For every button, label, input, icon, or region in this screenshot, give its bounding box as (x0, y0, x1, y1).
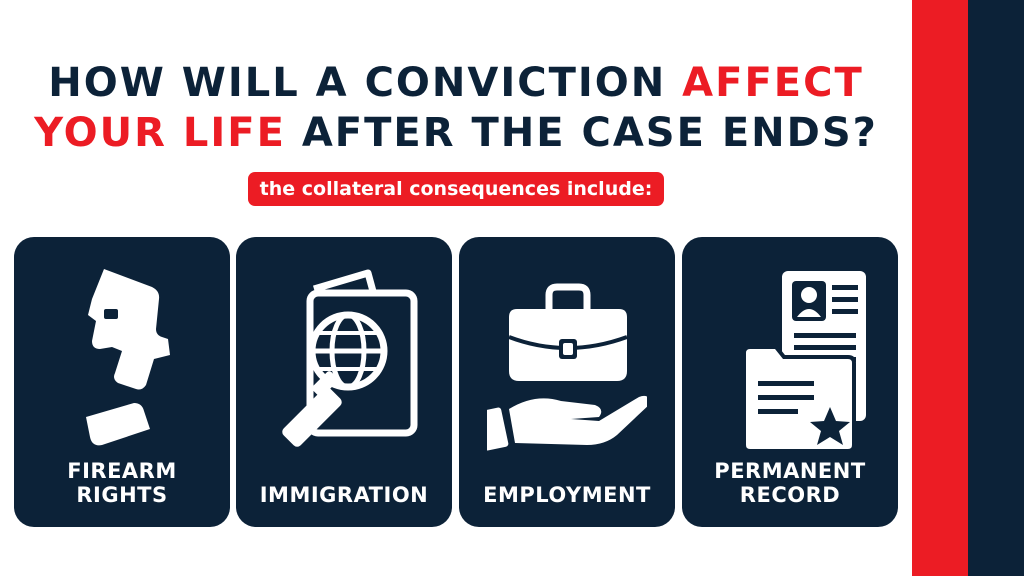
card-firearm-rights: FIREARM RIGHTS (14, 237, 230, 527)
red-stripe (912, 0, 968, 576)
title-part-1: HOW WILL A CONVICTION (48, 60, 683, 106)
card-label: PERMANENT RECORD (714, 459, 866, 507)
card-label: FIREARM RIGHTS (67, 459, 177, 507)
title-accent-2: YOUR LIFE (34, 110, 286, 156)
briefcase-hand-icon (487, 283, 647, 451)
card-employment: EMPLOYMENT (459, 237, 675, 527)
card-immigration: IMMIGRATION (236, 237, 452, 527)
title-part-2: AFTER THE CASE ENDS? (285, 110, 878, 156)
title-accent-1: AFFECT (682, 60, 864, 106)
subtitle-wrap: the collateral consequences include: (0, 172, 912, 206)
card-permanent-record: PERMANENT RECORD (682, 237, 898, 527)
navy-stripe (968, 0, 1024, 576)
card-label: IMMIGRATION (259, 483, 429, 507)
passport-magnifier-icon (282, 269, 418, 447)
handgun-icon (86, 269, 170, 446)
record-folder-icon (742, 271, 866, 453)
subtitle-badge: the collateral consequences include: (247, 172, 665, 206)
card-label: EMPLOYMENT (483, 483, 651, 507)
page-title: HOW WILL A CONVICTION AFFECT YOUR LIFE AF… (0, 58, 912, 158)
